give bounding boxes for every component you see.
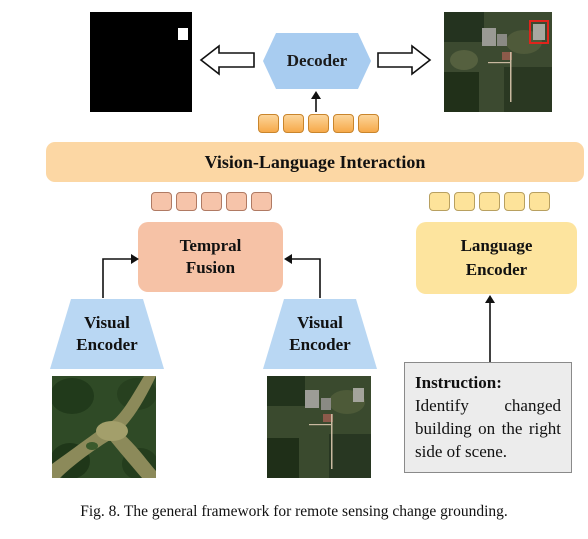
token: [529, 192, 550, 211]
arrow-up-icon: [485, 295, 495, 303]
arrow-left-icon: [284, 254, 292, 264]
token: [176, 192, 197, 211]
vision-language-interaction-bar: Vision-Language Interaction: [46, 142, 584, 182]
change-mask-output: [90, 12, 192, 112]
language-encoder-block: Language Encoder: [416, 222, 577, 294]
token: [201, 192, 222, 211]
visual-encoder-left-line1: Visual: [84, 313, 130, 332]
visual-encoder-left-line2: Encoder: [76, 335, 138, 354]
visual-tokens: [151, 192, 272, 211]
decoder-input-tokens: [258, 114, 379, 133]
token: [504, 192, 525, 211]
token: [333, 114, 354, 133]
visual-encoder-left: Visual Encoder: [49, 298, 165, 370]
figure-caption: Fig. 8. The general framework for remote…: [80, 503, 508, 520]
aerial-output-image: [444, 12, 552, 112]
input-image-t1: [52, 376, 156, 478]
language-encoder-line2: Encoder: [465, 260, 528, 279]
hollow-arrow-right-icon: [377, 44, 432, 76]
language-encoder-line1: Language: [460, 236, 533, 255]
decoder-label: Decoder: [286, 51, 348, 70]
vli-label: Vision-Language Interaction: [204, 151, 426, 172]
instruction-text: Identify changed building on the right s…: [415, 396, 561, 461]
token: [226, 192, 247, 211]
visual-encoder-right: Visual Encoder: [262, 298, 378, 370]
token: [429, 192, 450, 211]
mask-changed-building: [178, 28, 188, 40]
decoder-block: Decoder: [262, 32, 372, 90]
fusion-label-line2: Fusion: [185, 258, 236, 277]
hollow-arrow-left-icon: [199, 44, 255, 76]
temporal-fusion-block: Tempral Fusion: [138, 222, 283, 292]
arrow-up-icon: [311, 91, 321, 99]
token: [258, 114, 279, 133]
input-image-t2: [267, 376, 371, 478]
arrow-right-icon: [131, 254, 139, 264]
visual-encoder-right-line2: Encoder: [289, 335, 351, 354]
token: [479, 192, 500, 211]
token: [283, 114, 304, 133]
token: [151, 192, 172, 211]
token: [251, 192, 272, 211]
token: [358, 114, 379, 133]
instruction-box: Instruction: Identify changed building o…: [404, 362, 572, 473]
token: [454, 192, 475, 211]
language-tokens: [429, 192, 550, 211]
fusion-label-line1: Tempral: [179, 236, 242, 255]
token: [308, 114, 329, 133]
instruction-title: Instruction:: [415, 373, 502, 392]
visual-encoder-right-line1: Visual: [297, 313, 343, 332]
